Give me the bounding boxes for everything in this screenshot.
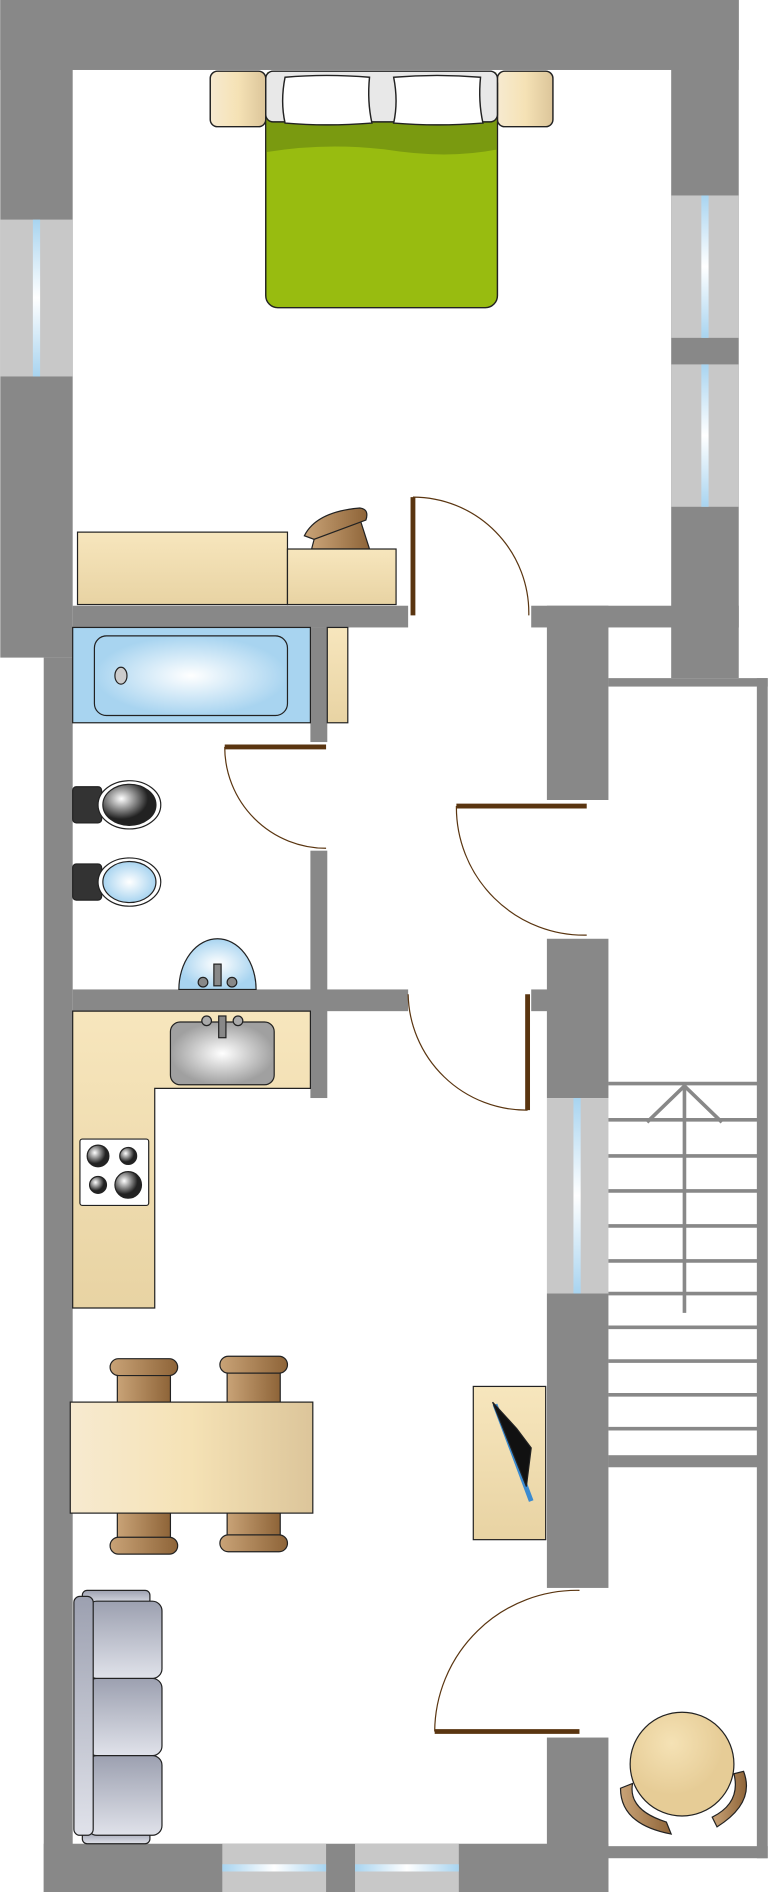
round-table xyxy=(629,1711,735,1817)
dining-chair xyxy=(109,1510,179,1555)
bathroom-fixtures xyxy=(72,626,349,991)
pillow-left xyxy=(281,74,373,126)
wall-corridor-stub xyxy=(531,989,549,1012)
wall-stair-bottom xyxy=(608,1846,768,1859)
wall-stair-top xyxy=(608,678,768,687)
desk xyxy=(76,507,397,606)
towel-shelf xyxy=(326,626,349,724)
wall-bath-kitchen xyxy=(72,989,409,1012)
desk-extension xyxy=(286,548,397,606)
nightstand-right xyxy=(496,70,554,128)
chair xyxy=(619,1782,673,1835)
windows xyxy=(0,195,739,1892)
sofa xyxy=(73,1589,163,1845)
window-corridor xyxy=(546,1098,609,1294)
wall-corridor-3 xyxy=(546,1293,609,1588)
staircase xyxy=(608,1081,759,1431)
dining-chair xyxy=(219,1355,289,1403)
nightstand-left xyxy=(209,70,267,128)
wall-stair-right xyxy=(756,678,768,1859)
kitchen-sink xyxy=(169,1015,275,1086)
wall-bath-2 xyxy=(310,850,328,1099)
wall-bedroom-left xyxy=(72,605,409,628)
wall-left-lower xyxy=(43,657,73,1892)
wall-right-upper xyxy=(671,0,739,679)
round-table-set xyxy=(619,1711,748,1835)
toilet xyxy=(72,780,162,830)
shoe-cabinet xyxy=(472,1385,547,1541)
chair xyxy=(711,1770,748,1828)
bed xyxy=(209,70,554,309)
dining-set xyxy=(69,1355,314,1555)
wall-corridor-4 xyxy=(546,1737,609,1892)
drain-icon xyxy=(114,666,128,685)
window-left xyxy=(0,219,73,377)
window-right-1 xyxy=(671,195,739,338)
door-kitchen[interactable] xyxy=(407,994,531,1111)
door-stairs[interactable] xyxy=(455,803,587,936)
dining-chair xyxy=(219,1510,289,1553)
wall-bath-1 xyxy=(310,627,328,743)
bathroom-sink xyxy=(178,938,257,991)
door-bedroom[interactable] xyxy=(410,496,530,616)
doors[interactable] xyxy=(224,496,587,1734)
wall-corridor-2 xyxy=(546,938,609,1099)
kitchen xyxy=(72,1010,311,1309)
dining-table xyxy=(69,1401,314,1514)
wall-stair-mid xyxy=(608,1455,759,1468)
door-bathroom[interactable] xyxy=(224,744,327,849)
bidet xyxy=(72,857,162,907)
stove xyxy=(79,1138,150,1207)
window-bottom-2 xyxy=(355,1843,459,1892)
window-right-2 xyxy=(671,364,739,507)
door-entrance[interactable] xyxy=(434,1589,580,1734)
pillow-right xyxy=(392,74,484,126)
window-bottom-1 xyxy=(222,1843,327,1892)
desk-top xyxy=(76,531,289,606)
stair-direction-arrow-icon xyxy=(645,1083,724,1313)
wall-corridor-1 xyxy=(546,605,609,800)
dining-chair xyxy=(109,1358,179,1406)
wall-top xyxy=(0,0,739,70)
